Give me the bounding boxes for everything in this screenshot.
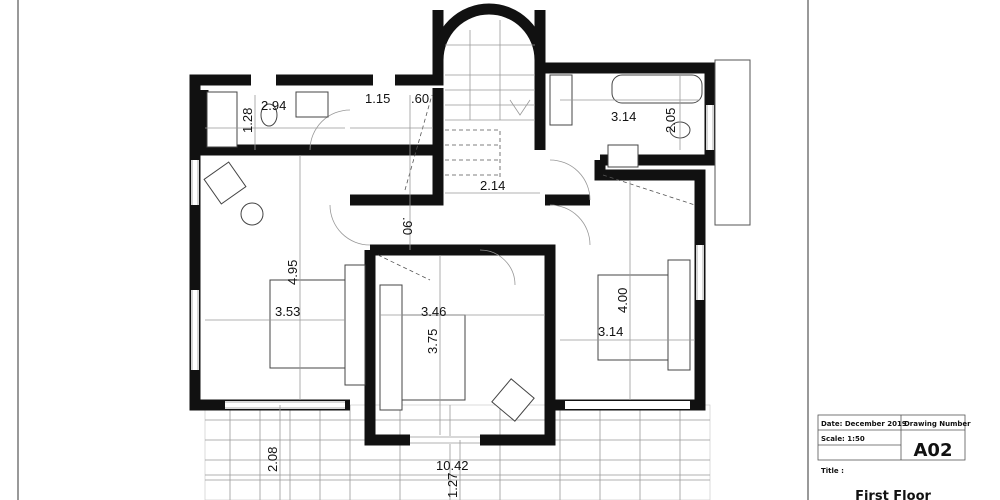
sink-2 bbox=[607, 144, 639, 168]
dim-wc-width: 2.94 bbox=[261, 98, 286, 113]
dim-bed1-depth: 4.95 bbox=[285, 260, 300, 285]
wardrobe-2 bbox=[379, 284, 403, 411]
dim-terrace-b: 1.27 bbox=[445, 473, 460, 498]
walls bbox=[189, 3, 716, 446]
dim-landing: 2.14 bbox=[480, 178, 505, 193]
bathtub bbox=[611, 74, 703, 104]
dim-bed2-depth: 3.75 bbox=[425, 329, 440, 354]
drawing-title: First Floor bbox=[855, 489, 931, 500]
shower-tray bbox=[206, 91, 238, 148]
staircase bbox=[445, 20, 535, 180]
dim-terrace-width: 10.42 bbox=[436, 458, 469, 473]
drawing-number-label: Drawing Number bbox=[904, 420, 971, 428]
dim-bath-depth: 2.05 bbox=[663, 108, 678, 133]
dim-bath-width: 3.14 bbox=[611, 109, 636, 124]
dim-hall-b: .60 bbox=[411, 91, 429, 106]
dim-bed3-width: 3.14 bbox=[598, 324, 623, 339]
door-swings bbox=[309, 94, 696, 286]
terrace-tiles bbox=[204, 404, 711, 500]
dim-terrace-depth: 2.08 bbox=[265, 447, 280, 472]
fixtures bbox=[203, 74, 703, 422]
title-block: Date: December 2019 Drawing Number Scale… bbox=[817, 414, 971, 500]
balcony-railing bbox=[714, 59, 751, 226]
wardrobe-1 bbox=[344, 264, 366, 386]
sink bbox=[295, 91, 329, 118]
scale-label: Scale: 1:50 bbox=[821, 435, 865, 443]
dim-bed3-depth: 4.00 bbox=[615, 288, 630, 313]
armchair-2 bbox=[491, 378, 535, 422]
title-label: Title : bbox=[821, 467, 844, 475]
date-label: Date: December 2019 bbox=[821, 420, 907, 428]
dim-corridor: .90 bbox=[400, 217, 415, 235]
dim-bed2-width: 3.46 bbox=[421, 304, 446, 319]
toilet bbox=[260, 103, 278, 127]
dim-bed1-width: 3.53 bbox=[275, 304, 300, 319]
pouf bbox=[240, 202, 264, 226]
armchair bbox=[203, 161, 247, 205]
dim-hall-a: 1.15 bbox=[365, 91, 390, 106]
drawing-number: A02 bbox=[914, 440, 953, 461]
dim-wc-depth: 1.28 bbox=[240, 108, 255, 133]
wardrobe-3 bbox=[667, 259, 691, 371]
